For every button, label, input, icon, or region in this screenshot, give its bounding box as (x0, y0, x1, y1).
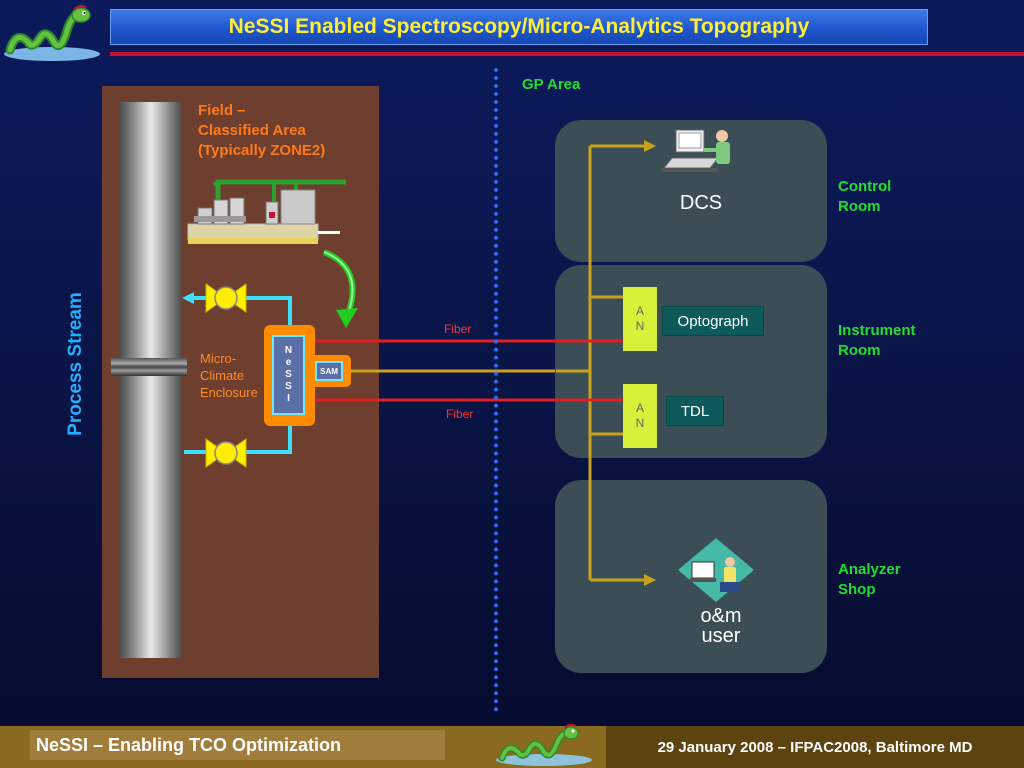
nessie-logo-icon (496, 724, 592, 766)
instrument-room-label: Instrument Room (838, 322, 916, 359)
nessie-logo-icon (4, 5, 100, 61)
nessi-letter: N (284, 345, 293, 356)
curved-arrow-icon (322, 249, 358, 328)
tdl-analyzer[interactable]: TDL (666, 396, 724, 426)
an-letter: A (635, 304, 644, 318)
computer-operator-icon (662, 129, 730, 172)
analyzer-shop-label: Analyzer Shop (838, 561, 901, 598)
sam-module[interactable]: SAM (315, 361, 343, 381)
technician-icon (678, 538, 754, 602)
nessi-letter: I (287, 393, 290, 404)
fiber-label: Fiber (446, 407, 474, 421)
an-letter: N (635, 416, 645, 430)
om-user-label: o&m user (700, 605, 742, 647)
pipe-flange (111, 358, 187, 376)
valve-icon[interactable] (204, 437, 248, 469)
enclosure-label: Micro- Climate Enclosure (200, 351, 258, 400)
footer-title: NeSSI – Enabling TCO Optimization (30, 730, 445, 760)
nessi-letter: S (285, 369, 292, 380)
an-box[interactable]: A N (623, 287, 657, 351)
nessi-module[interactable]: N e S S I (272, 335, 305, 415)
field-label: Field – Classified Area (Typically ZONE2… (198, 102, 326, 159)
nessi-letter: e (285, 357, 292, 368)
footer-event-info: 29 January 2008 – IFPAC2008, Baltimore M… (606, 726, 1024, 768)
dcs-node-label: DCS (679, 192, 723, 214)
process-pipe (120, 102, 182, 658)
optograph-analyzer[interactable]: Optograph (662, 306, 764, 336)
nessi-letter: S (285, 381, 292, 392)
gp-area-label: GP Area (522, 76, 581, 93)
page-title: NeSSI Enabled Spectroscopy/Micro-Analyti… (110, 9, 928, 45)
gp-area-divider (494, 68, 498, 712)
an-letter: A (635, 401, 644, 415)
an-box[interactable]: A N (623, 384, 657, 448)
sample-system-icon (187, 179, 346, 244)
valve-icon[interactable] (204, 282, 248, 314)
control-room-label: Control Room (838, 178, 892, 215)
title-rule (110, 52, 1024, 56)
an-letter: N (635, 319, 645, 333)
fiber-label: Fiber (444, 322, 472, 336)
